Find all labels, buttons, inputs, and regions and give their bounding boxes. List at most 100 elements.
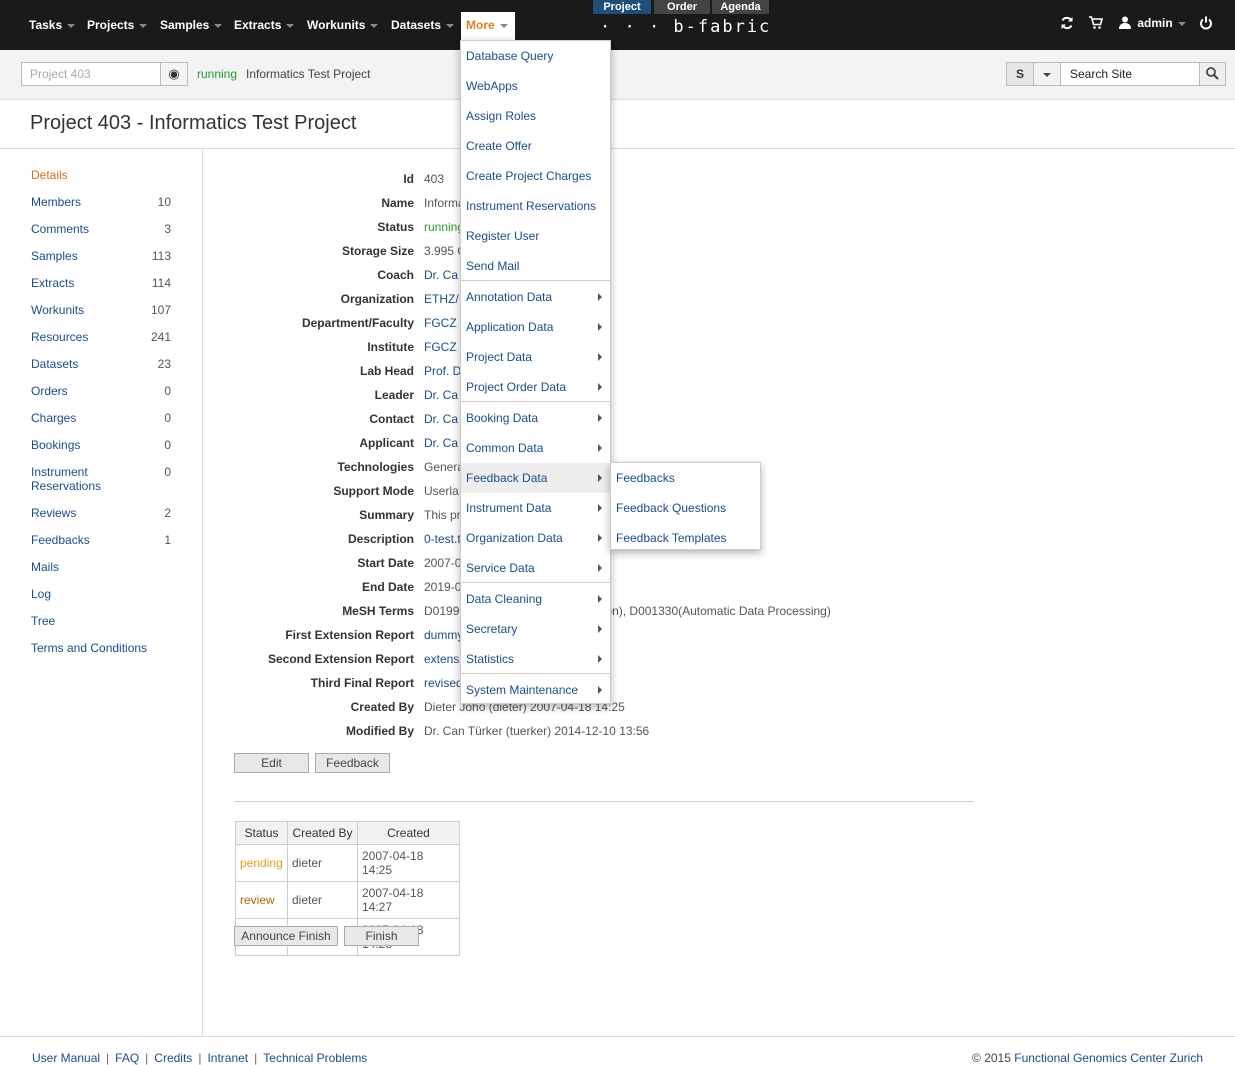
menu-item-project-data[interactable]: Project Data — [461, 342, 610, 372]
sidebar-item-extracts[interactable]: Extracts — [31, 276, 75, 290]
status-cell: review — [235, 881, 288, 919]
menu-item-organization-data[interactable]: Organization Data — [461, 523, 610, 553]
detail-value-contact[interactable]: Dr. Ca — [424, 412, 459, 426]
menu-item-project-order-data[interactable]: Project Order Data — [461, 372, 610, 402]
context-tab-project[interactable]: Project — [593, 0, 651, 14]
sidebar-item-samples[interactable]: Samples — [31, 249, 78, 263]
detail-value-second-extension-report[interactable]: extensi — [424, 652, 463, 666]
menu-item-label: Send Mail — [466, 259, 520, 273]
menu-item-system-maintenance[interactable]: System Maintenance — [461, 675, 610, 705]
sidebar-item-comments[interactable]: Comments — [31, 222, 90, 236]
submenu-item-feedback-questions[interactable]: Feedback Questions — [616, 501, 727, 515]
sidebar-count: 114 — [151, 276, 171, 290]
menu-item-instrument-reservations[interactable]: Instrument Reservations — [461, 191, 610, 221]
menu-item-instrument-data[interactable]: Instrument Data — [461, 493, 610, 523]
menu-item-create-offer[interactable]: Create Offer — [461, 131, 610, 161]
nav-extracts[interactable]: Extracts — [234, 0, 295, 50]
detail-label: Contact — [369, 412, 414, 426]
sidebar-item-members[interactable]: Members — [31, 195, 82, 209]
chevron-down-icon — [286, 23, 295, 28]
detail-value-third-final-report[interactable]: revised — [424, 676, 463, 690]
menu-item-assign-roles[interactable]: Assign Roles — [461, 101, 610, 131]
context-tab-order[interactable]: Order — [654, 0, 710, 14]
submenu-item-feedback-templates[interactable]: Feedback Templates — [616, 531, 727, 545]
sidebar-count: 113 — [151, 249, 171, 263]
menu-item-label: Create Project Charges — [466, 169, 592, 183]
menu-item-annotation-data[interactable]: Annotation Data — [461, 282, 610, 312]
context-tab-agenda[interactable]: Agenda — [712, 0, 769, 14]
menu-item-create-project-charges[interactable]: Create Project Charges — [461, 161, 610, 191]
nav-datasets[interactable]: Datasets — [391, 0, 455, 50]
detail-value-organization[interactable]: ETHZ/ — [424, 292, 459, 306]
cart-icon[interactable] — [1089, 16, 1104, 33]
created-cell: 2007-04-18 14:27 — [357, 881, 460, 919]
sidebar-item-mails[interactable]: Mails — [31, 560, 60, 574]
nav-workunits[interactable]: Workunits — [307, 0, 379, 50]
menu-item-label: Feedback Data — [466, 471, 548, 485]
created-cell: 2007-04-18 14:25 — [357, 844, 460, 882]
sidebar-item-terms-and-conditions[interactable]: Terms and Conditions — [31, 641, 148, 655]
menu-item-webapps[interactable]: WebApps — [461, 71, 610, 101]
menu-item-service-data[interactable]: Service Data — [461, 553, 610, 583]
nav-samples[interactable]: Samples — [160, 0, 223, 50]
sidebar-item-tree[interactable]: Tree — [31, 614, 56, 628]
footer-link-credits[interactable]: Credits — [154, 1051, 193, 1065]
sidebar-item-orders[interactable]: Orders — [31, 384, 68, 398]
sidebar-item-datasets[interactable]: Datasets — [31, 357, 79, 371]
detail-value-lab-head[interactable]: Prof. D — [424, 364, 462, 378]
detail-value-first-extension-report[interactable]: dummy — [424, 628, 464, 642]
sidebar-item-instrument-reservations[interactable]: Instrument Reservations — [31, 465, 102, 493]
menu-item-common-data[interactable]: Common Data — [461, 433, 610, 463]
search-scope-button[interactable]: S — [1006, 62, 1034, 86]
finish-button[interactable]: Finish — [344, 926, 419, 946]
detail-value-department-faculty[interactable]: FGCZ — [424, 316, 457, 330]
menu-item-database-query[interactable]: Database Query — [461, 41, 610, 71]
sidebar-item-bookings[interactable]: Bookings — [31, 438, 81, 452]
edit-button[interactable]: Edit — [234, 753, 309, 773]
target-icon[interactable]: ◉ — [160, 62, 188, 86]
menu-item-application-data[interactable]: Application Data — [461, 312, 610, 342]
user-menu[interactable]: admin — [1119, 16, 1186, 30]
detail-value-coach[interactable]: Dr. Ca — [424, 268, 459, 282]
search-scope-dropdown[interactable] — [1033, 62, 1061, 86]
detail-value-description[interactable]: 0-test.t — [424, 532, 461, 546]
feedback-button[interactable]: Feedback — [315, 753, 390, 773]
nav-more-menu[interactable]: More — [461, 12, 515, 40]
menu-item-secretary[interactable]: Secretary — [461, 614, 610, 644]
footer-org-link[interactable]: Functional Genomics Center Zurich — [1014, 1051, 1203, 1065]
menu-item-statistics[interactable]: Statistics — [461, 644, 610, 674]
nav-projects[interactable]: Projects — [87, 0, 148, 50]
detail-value-applicant[interactable]: Dr. Ca — [424, 436, 459, 450]
sidebar-item-details[interactable]: Details — [31, 168, 68, 182]
sidebar-item-resources[interactable]: Resources — [31, 330, 89, 344]
sidebar-item-log[interactable]: Log — [31, 587, 52, 601]
detail-value-leader[interactable]: Dr. Ca — [424, 388, 459, 402]
sidebar-count: 10 — [157, 195, 171, 209]
submenu-item-feedbacks[interactable]: Feedbacks — [616, 471, 675, 485]
footer-link-user-manual[interactable]: User Manual — [32, 1051, 101, 1065]
sidebar-item-feedbacks[interactable]: Feedbacks — [31, 533, 90, 547]
refresh-icon[interactable] — [1060, 16, 1074, 33]
search-icon[interactable] — [1199, 62, 1226, 86]
menu-item-send-mail[interactable]: Send Mail — [461, 251, 610, 281]
detail-label: MeSH Terms — [342, 604, 414, 618]
power-icon[interactable] — [1199, 16, 1213, 33]
nav-label: Datasets — [391, 18, 442, 32]
nav-tasks[interactable]: Tasks — [29, 0, 76, 50]
footer-link-technical-problems[interactable]: Technical Problems — [263, 1051, 368, 1065]
detail-value-institute[interactable]: FGCZ — [424, 340, 457, 354]
sidebar-item-reviews[interactable]: Reviews — [31, 506, 77, 520]
footer-link-intranet[interactable]: Intranet — [207, 1051, 249, 1065]
announce-finish-button[interactable]: Announce Finish — [234, 926, 338, 946]
menu-item-booking-data[interactable]: Booking Data — [461, 403, 610, 433]
menu-item-feedback-data[interactable]: Feedback Data — [461, 463, 610, 493]
footer-link-faq[interactable]: FAQ — [115, 1051, 140, 1065]
project-input[interactable]: Project 403 — [21, 62, 161, 86]
search-input[interactable]: Search Site — [1060, 62, 1200, 86]
sidebar-item-charges[interactable]: Charges — [31, 411, 77, 425]
created-by-cell: dieter — [287, 881, 358, 919]
detail-label: Id — [403, 172, 414, 186]
menu-item-data-cleaning[interactable]: Data Cleaning — [461, 584, 610, 614]
sidebar-item-workunits[interactable]: Workunits — [31, 303, 85, 317]
menu-item-register-user[interactable]: Register User — [461, 221, 610, 251]
